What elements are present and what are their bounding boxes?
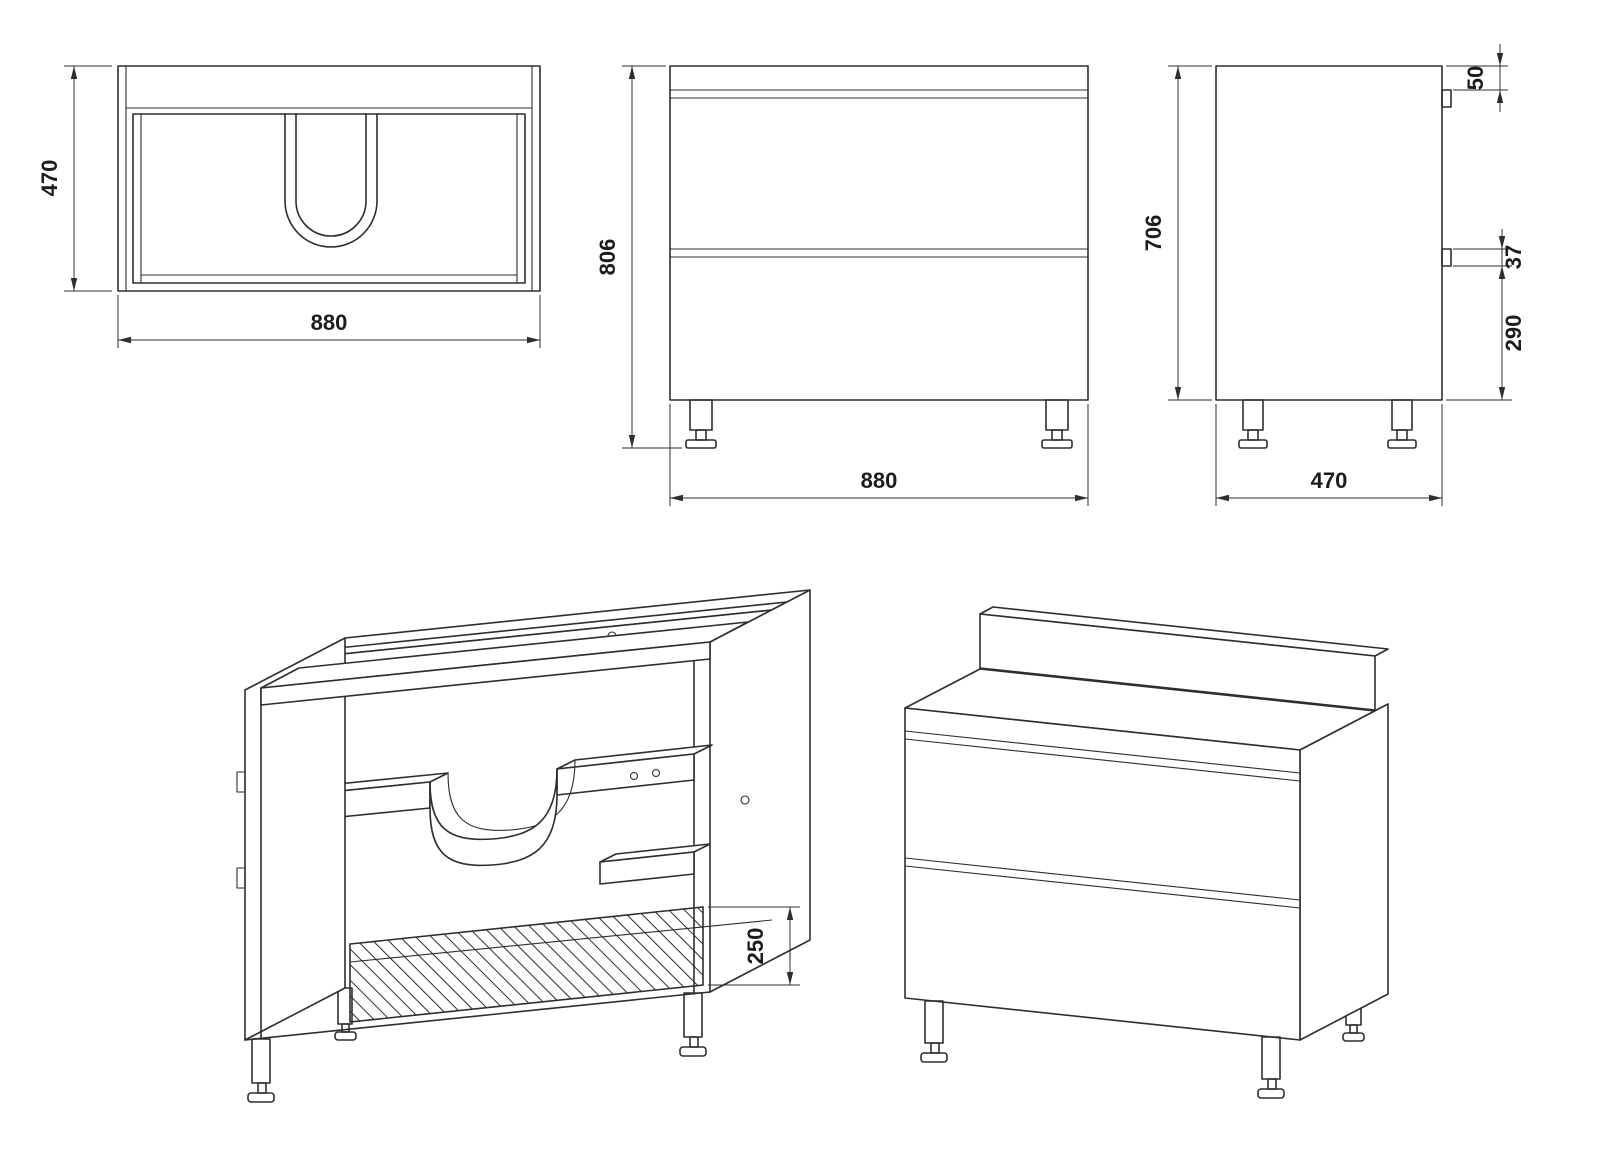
dim-label-bottom-panel: 250 xyxy=(743,928,768,965)
lower-mount-bracket xyxy=(1441,248,1452,267)
top-front-rail-front-face xyxy=(260,641,711,706)
dim-side-bracket-height: 37 xyxy=(1453,229,1526,286)
adjustable-foot xyxy=(1257,1088,1285,1099)
dim-label-front-width: 880 xyxy=(861,468,898,493)
side-front-leg xyxy=(1238,399,1268,449)
fitting-hole xyxy=(740,795,750,805)
top-view-inner-body xyxy=(132,113,526,284)
iso-assembled-front-left-leg xyxy=(920,1000,948,1063)
adjustable-foot xyxy=(1238,439,1268,449)
slide-bracket xyxy=(236,771,246,793)
adjustable-foot xyxy=(679,1046,707,1057)
dim-label-bracket-bottom: 290 xyxy=(1501,315,1526,352)
dim-side-bracket-bottom: 290 xyxy=(1446,266,1526,401)
slide-bracket xyxy=(236,867,246,889)
iso-open-front-left-leg xyxy=(247,1038,275,1103)
dim-label-top-width: 880 xyxy=(311,310,348,335)
side-view-body xyxy=(1215,65,1443,401)
iso-open-view: 250 xyxy=(236,589,811,1103)
adjustable-foot xyxy=(1342,1032,1365,1042)
dim-label-top-offset: 50 xyxy=(1463,66,1488,90)
siphon-cutout-band xyxy=(429,768,558,867)
iso-assembled-view xyxy=(904,606,1389,1099)
siphon-cutout-back-edge xyxy=(447,759,576,831)
dim-label-side-depth: 470 xyxy=(1311,468,1348,493)
side-back-leg xyxy=(1387,399,1417,449)
dim-side-height: 706 xyxy=(1141,65,1212,401)
right-side-panel xyxy=(709,589,811,993)
upper-mount-bracket xyxy=(1441,89,1452,108)
adjustable-foot xyxy=(334,1031,357,1041)
iso-open-front-right-leg xyxy=(679,992,707,1057)
adjustable-foot xyxy=(1387,439,1417,449)
side-view: 706 470 50 37 290 xyxy=(1141,44,1526,506)
top-view-outline xyxy=(117,65,541,292)
adjustable-foot xyxy=(920,1052,948,1063)
dim-front-height: 806 xyxy=(595,65,682,449)
sink-siphon-cutout-outer xyxy=(284,113,378,248)
fitting-hole xyxy=(629,771,639,781)
dim-label-side-height: 706 xyxy=(1141,215,1166,252)
front-face xyxy=(904,707,1301,1041)
adjustable-foot xyxy=(685,439,717,449)
dim-front-width: 880 xyxy=(669,404,1089,506)
dim-label-front-height: 806 xyxy=(595,239,620,276)
dim-top-depth: 470 xyxy=(37,65,112,292)
adjustable-foot xyxy=(1041,439,1073,449)
dim-top-width: 880 xyxy=(117,295,541,348)
dim-label-top-depth: 470 xyxy=(37,160,62,197)
dim-iso-bottom-panel: 250 xyxy=(708,906,800,986)
hatched-bottom-panel xyxy=(349,906,704,1023)
mid-drawer-rails xyxy=(299,744,713,867)
dim-side-top-offset: 50 xyxy=(1446,44,1508,112)
dim-side-depth: 470 xyxy=(1215,404,1443,506)
top-view: 470 880 xyxy=(37,65,541,348)
lower-drawer-bracket xyxy=(599,843,711,885)
left-side-panel xyxy=(244,637,346,1041)
front-view-body xyxy=(669,65,1089,401)
front-view: 806 880 xyxy=(595,65,1089,506)
fitting-hole xyxy=(651,768,661,778)
front-right-leg xyxy=(1041,399,1073,449)
right-side-face xyxy=(1299,703,1389,1041)
iso-assembled-front-right-leg xyxy=(1257,1036,1285,1099)
adjustable-foot xyxy=(247,1092,275,1103)
dim-label-bracket-height: 37 xyxy=(1501,245,1526,269)
front-left-leg xyxy=(685,399,717,449)
sink-siphon-cutout-inner xyxy=(295,113,367,237)
